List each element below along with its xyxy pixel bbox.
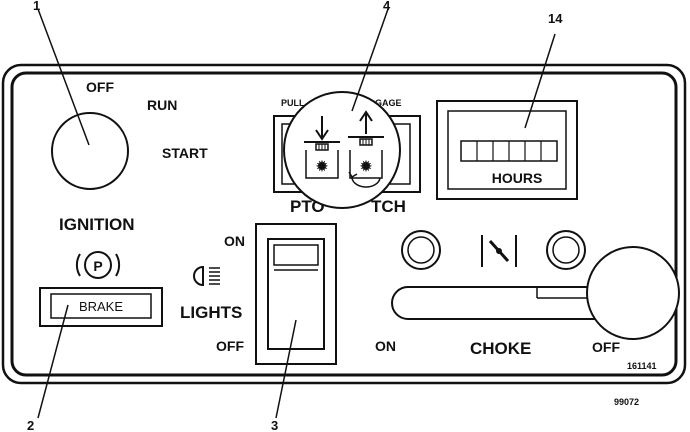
callout-3: 3 bbox=[271, 418, 278, 432]
choke-on-label: ON bbox=[375, 338, 396, 354]
choke-knob[interactable] bbox=[586, 246, 680, 340]
lights-on-label: ON bbox=[224, 233, 245, 249]
svg-text:✹: ✹ bbox=[315, 158, 329, 174]
pto-disengage-icon: ✹ bbox=[304, 116, 340, 179]
pto-title-right: TCH bbox=[371, 197, 406, 216]
parking-brake-symbol: P bbox=[93, 258, 102, 274]
hours-label: HOURS bbox=[492, 170, 543, 186]
lights-rocker-switch[interactable] bbox=[255, 223, 337, 365]
indicator-lamp-left bbox=[401, 230, 441, 270]
choke-title: CHOKE bbox=[470, 339, 531, 358]
callout-4: 4 bbox=[383, 0, 391, 13]
hour-meter-face bbox=[447, 110, 567, 190]
ignition-run-label: RUN bbox=[147, 97, 177, 113]
ignition-switch[interactable] bbox=[51, 112, 129, 190]
ignition-title: IGNITION bbox=[59, 215, 135, 234]
panel-inner-border bbox=[10, 71, 678, 377]
callout-line-14 bbox=[524, 33, 556, 129]
indicator-lamp-right bbox=[546, 230, 586, 270]
brake-label: BRAKE bbox=[79, 299, 123, 314]
hour-meter-frame bbox=[436, 100, 578, 200]
panel-code: 161141 bbox=[627, 361, 657, 371]
callout-line-1 bbox=[37, 8, 90, 146]
ignition-start-label: START bbox=[162, 145, 208, 161]
svg-text:✹: ✹ bbox=[359, 158, 373, 174]
pto-pull-label: PULL bbox=[281, 98, 305, 108]
parking-brake-icon: P bbox=[75, 251, 121, 279]
callout-1: 1 bbox=[33, 0, 40, 13]
headlight-icon bbox=[193, 265, 220, 287]
lights-title: LIGHTS bbox=[180, 303, 242, 322]
brake-indicator-frame bbox=[39, 287, 163, 327]
panel-outer-border bbox=[1, 63, 687, 385]
callout-2: 2 bbox=[27, 418, 34, 432]
hour-meter-digits bbox=[460, 140, 558, 162]
lights-off-label: OFF bbox=[216, 338, 244, 354]
ignition-off-label: OFF bbox=[86, 79, 114, 95]
pto-engage-icon: ✹ bbox=[348, 110, 384, 188]
figure-code: 99072 bbox=[614, 397, 639, 407]
callout-line-3 bbox=[275, 319, 297, 419]
choke-icon bbox=[481, 235, 517, 267]
brake-indicator-window bbox=[50, 293, 152, 319]
callout-line-2 bbox=[37, 304, 69, 419]
callout-line-4 bbox=[351, 8, 389, 112]
callout-14: 14 bbox=[548, 11, 563, 26]
choke-off-label: OFF bbox=[592, 339, 620, 355]
pto-engage-label: GAGE bbox=[375, 98, 402, 108]
choke-slot bbox=[391, 286, 600, 320]
